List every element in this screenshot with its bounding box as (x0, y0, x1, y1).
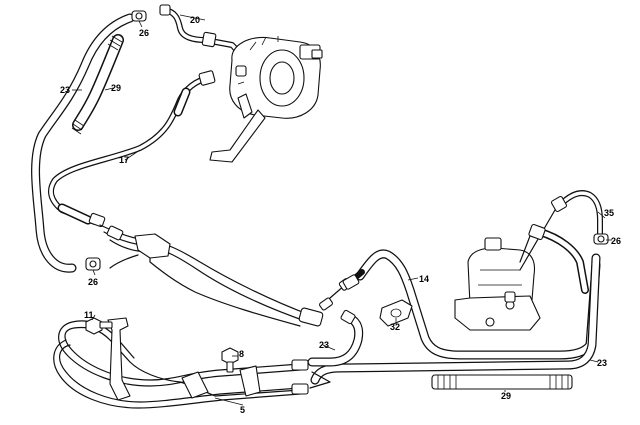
callout-8: 8 (239, 349, 244, 359)
callout-23-left: 23 (60, 85, 70, 95)
callout-5: 5 (240, 405, 245, 415)
callout-29-bottom: 29 (501, 391, 511, 401)
rubber-pad-32 (379, 299, 413, 327)
power-steering-pump (209, 36, 323, 163)
callout-17: 17 (119, 155, 129, 165)
callout-14: 14 (419, 274, 429, 284)
callout-23-right: 23 (597, 358, 607, 368)
callout-11: 11 (84, 310, 94, 320)
hose-23-mid (307, 309, 364, 367)
cooler-loop-5 (53, 317, 331, 409)
callout-23-mid: 23 (319, 340, 329, 350)
clamp-26-right (593, 233, 609, 245)
hose-29-bottom (431, 374, 573, 390)
clamp-26-top (131, 10, 147, 22)
callout-20: 20 (190, 15, 200, 25)
callout-29-left: 29 (111, 83, 121, 93)
bolt-8 (221, 347, 239, 373)
pipe-17 (47, 70, 216, 228)
bolt-11 (85, 317, 113, 335)
hose-29-left (71, 34, 124, 135)
callout-26-right: 26 (611, 236, 621, 246)
clamp-26-left (85, 257, 101, 271)
callout-labels: 20 26 23 29 17 26 11 8 23 5 32 14 35 26 … (60, 15, 621, 415)
pipe-20 (159, 4, 245, 71)
leader-lines (72, 14, 612, 406)
callout-35: 35 (604, 208, 614, 218)
hose-23-left (31, 13, 135, 273)
fluid-reservoir (454, 237, 541, 331)
callout-32: 32 (390, 322, 400, 332)
callout-26-top: 26 (139, 28, 149, 38)
steering-lines-bundle (99, 224, 352, 327)
hose-23-right (310, 253, 601, 385)
hose-14 (342, 249, 601, 360)
callout-26-left: 26 (88, 277, 98, 287)
pipe-35 (519, 190, 603, 294)
